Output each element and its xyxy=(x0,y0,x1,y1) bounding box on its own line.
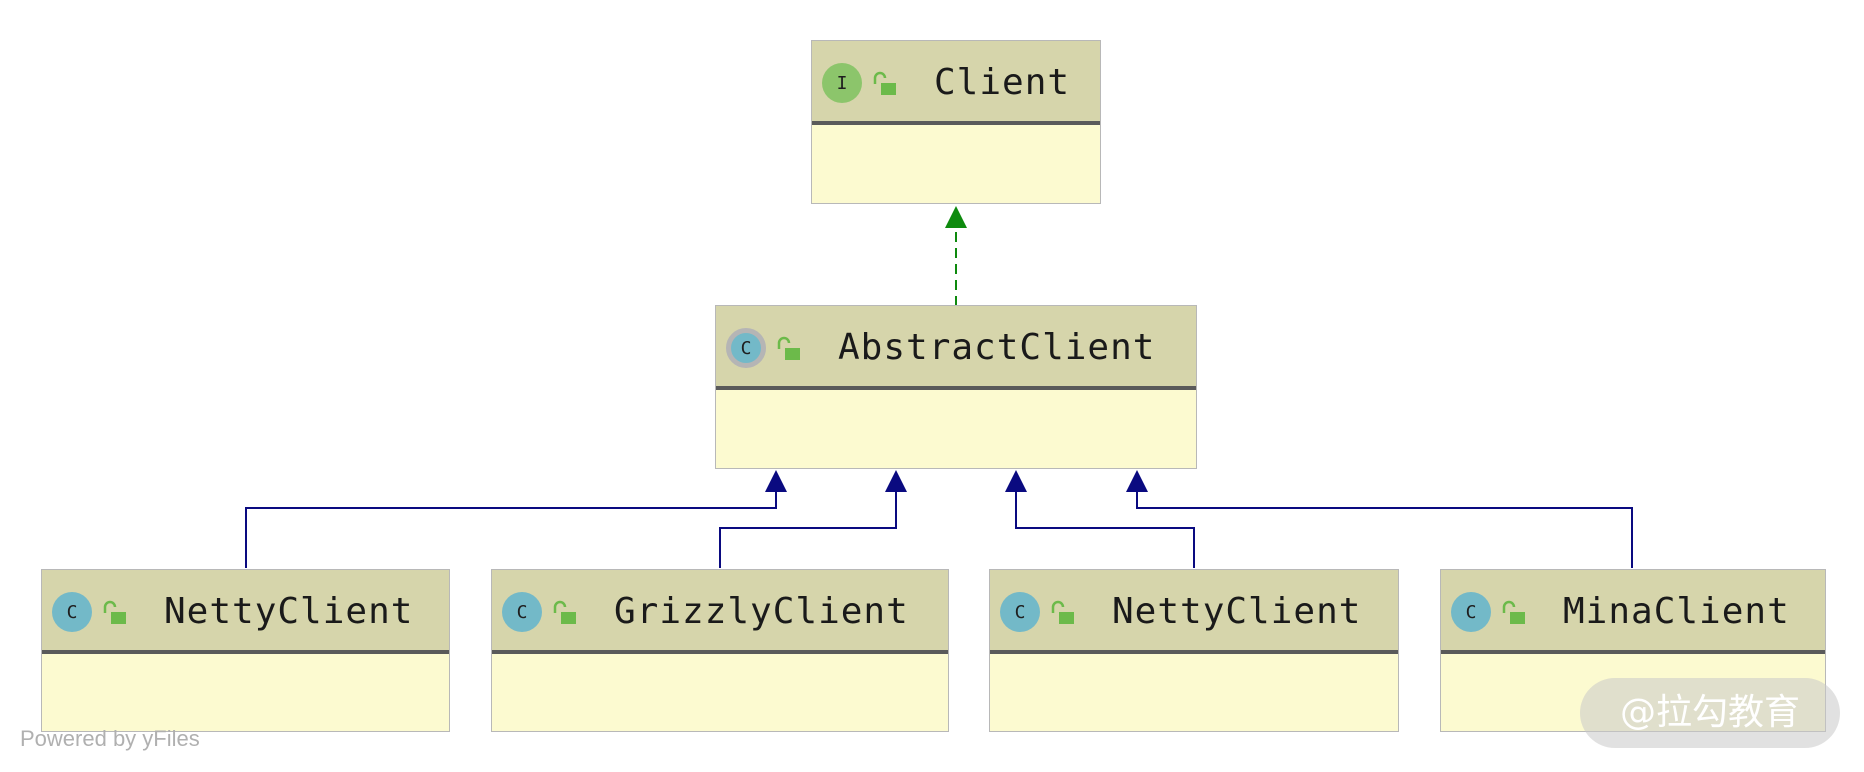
class-header: C AbstractClient xyxy=(716,306,1196,390)
class-header: I Client xyxy=(812,41,1100,125)
class-header: C NettyClient xyxy=(42,570,449,654)
class-name: GrizzlyClient xyxy=(614,591,909,632)
arrow-head-grizzly xyxy=(885,470,907,492)
arrow-head-netty2 xyxy=(1005,470,1027,492)
class-header: C GrizzlyClient xyxy=(492,570,948,654)
class-name: NettyClient xyxy=(1112,591,1362,632)
class-icon: C xyxy=(1000,592,1040,632)
class-icon: C xyxy=(1451,592,1491,632)
class-name: MinaClient xyxy=(1563,591,1790,632)
grizzly-client-node[interactable]: C GrizzlyClient xyxy=(491,569,949,732)
public-lock-icon xyxy=(777,336,800,360)
watermark: @拉勾教育 xyxy=(1580,678,1840,748)
arrow-head-netty1 xyxy=(765,470,787,492)
powered-by-footer: Powered by yFiles xyxy=(20,726,200,751)
interface-icon: I xyxy=(822,63,862,103)
edge-grizzly-abstract xyxy=(719,492,897,568)
class-name: AbstractClient xyxy=(838,327,1156,368)
arrow-head-mina xyxy=(1126,470,1148,492)
arrow-head-implements xyxy=(945,206,967,228)
class-name: Client xyxy=(934,62,1071,103)
public-lock-icon xyxy=(103,600,126,624)
client-node[interactable]: I Client xyxy=(811,40,1101,204)
class-icon: C xyxy=(502,592,542,632)
edge-netty2-abstract xyxy=(1015,492,1195,568)
class-header: C MinaClient xyxy=(1441,570,1825,654)
class-icon: C xyxy=(52,592,92,632)
netty-client-node[interactable]: C NettyClient xyxy=(41,569,450,732)
public-lock-icon xyxy=(1502,600,1525,624)
public-lock-icon xyxy=(873,71,896,95)
class-name: NettyClient xyxy=(164,591,414,632)
abstract-client-node[interactable]: C AbstractClient xyxy=(715,305,1197,469)
class-header: C NettyClient xyxy=(990,570,1398,654)
edge-mina-abstract xyxy=(1136,492,1633,568)
edge-netty1-abstract xyxy=(245,492,777,568)
abstract-class-icon: C xyxy=(726,328,766,368)
netty-client-node[interactable]: C NettyClient xyxy=(989,569,1399,732)
public-lock-icon xyxy=(553,600,576,624)
public-lock-icon xyxy=(1051,600,1074,624)
